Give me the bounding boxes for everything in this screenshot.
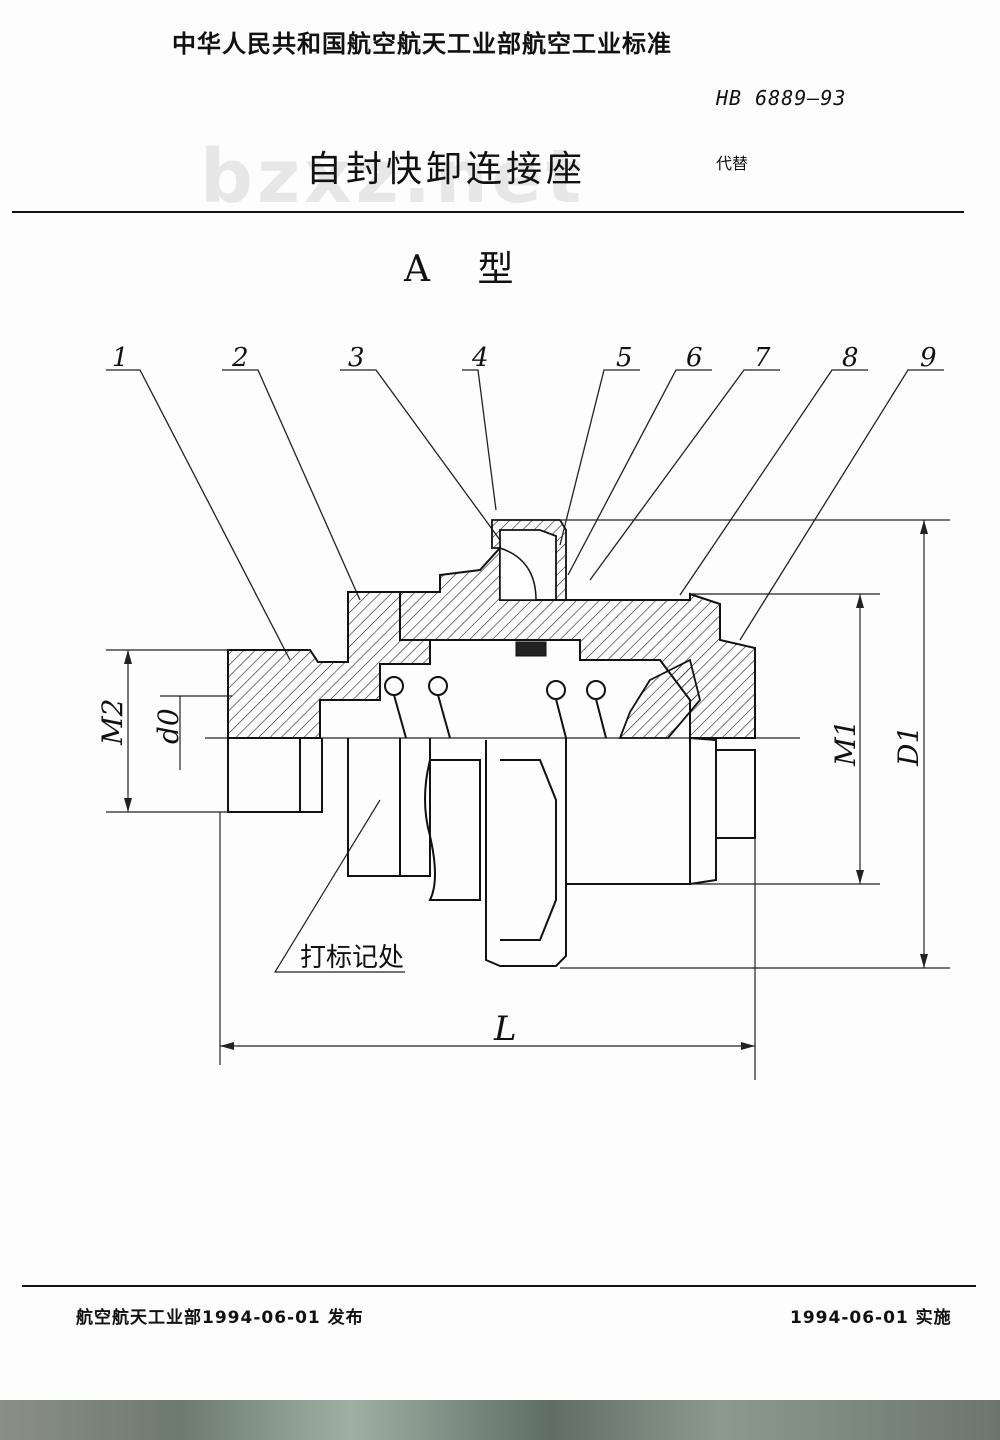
dimension-lines: [106, 519, 950, 1080]
implementation-date: 1994-06-01 实施: [790, 1308, 952, 1328]
part-number-4: 4: [471, 343, 489, 373]
part-number-8: 8: [842, 343, 859, 373]
part-number-1: 1: [112, 343, 129, 373]
replaces-label: 代替: [716, 154, 749, 173]
part-number-9: 9: [920, 343, 937, 373]
main-body-section: [399, 545, 756, 739]
standard-number: HB 6889—93: [716, 86, 847, 110]
issue-date: 航空航天工业部1994-06-01 发布: [76, 1308, 364, 1328]
connector-cross-section-drawing: 1 2 3 4 5 6 7 8 9: [96, 343, 950, 1080]
part-number-5: 5: [616, 343, 633, 373]
dimension-M2-label: M2: [96, 699, 129, 746]
dimension-M1-label: M1: [829, 720, 862, 767]
dimension-d0-label: d0: [152, 708, 185, 744]
header-divider: [12, 211, 964, 213]
marking-location-note: 打标记处: [300, 943, 404, 973]
dimension-L-label: L: [493, 1009, 517, 1049]
part-number-7: 7: [754, 343, 771, 373]
part-number-2: 2: [231, 343, 249, 373]
seal-ring: [515, 641, 547, 657]
spring-coils: [384, 676, 607, 739]
part-number-3: 3: [348, 343, 365, 373]
standard-name: 自封快卸连接座: [306, 149, 587, 190]
issuing-authority-title: 中华人民共和国航空航天工业部航空工业标准: [172, 30, 672, 58]
figure-type-label: A 型: [404, 249, 532, 290]
dimension-D1-label: D1: [892, 726, 925, 767]
dust-cap-section: [491, 519, 567, 601]
watermark: bzxz.net: [200, 134, 586, 220]
lower-exterior-outline: [227, 737, 756, 967]
part-number-6: 6: [686, 343, 703, 373]
cap-inner-profile: [499, 546, 537, 601]
footer-divider: [22, 1285, 976, 1287]
valve-seat-section: [618, 658, 701, 739]
dimension-arrowheads: [124, 520, 928, 1050]
document-page: 中华人民共和国航空航天工业部航空工业标准 HB 6889—93 bzxz.net…: [12, 30, 976, 1328]
background-strip: [0, 1400, 1000, 1440]
